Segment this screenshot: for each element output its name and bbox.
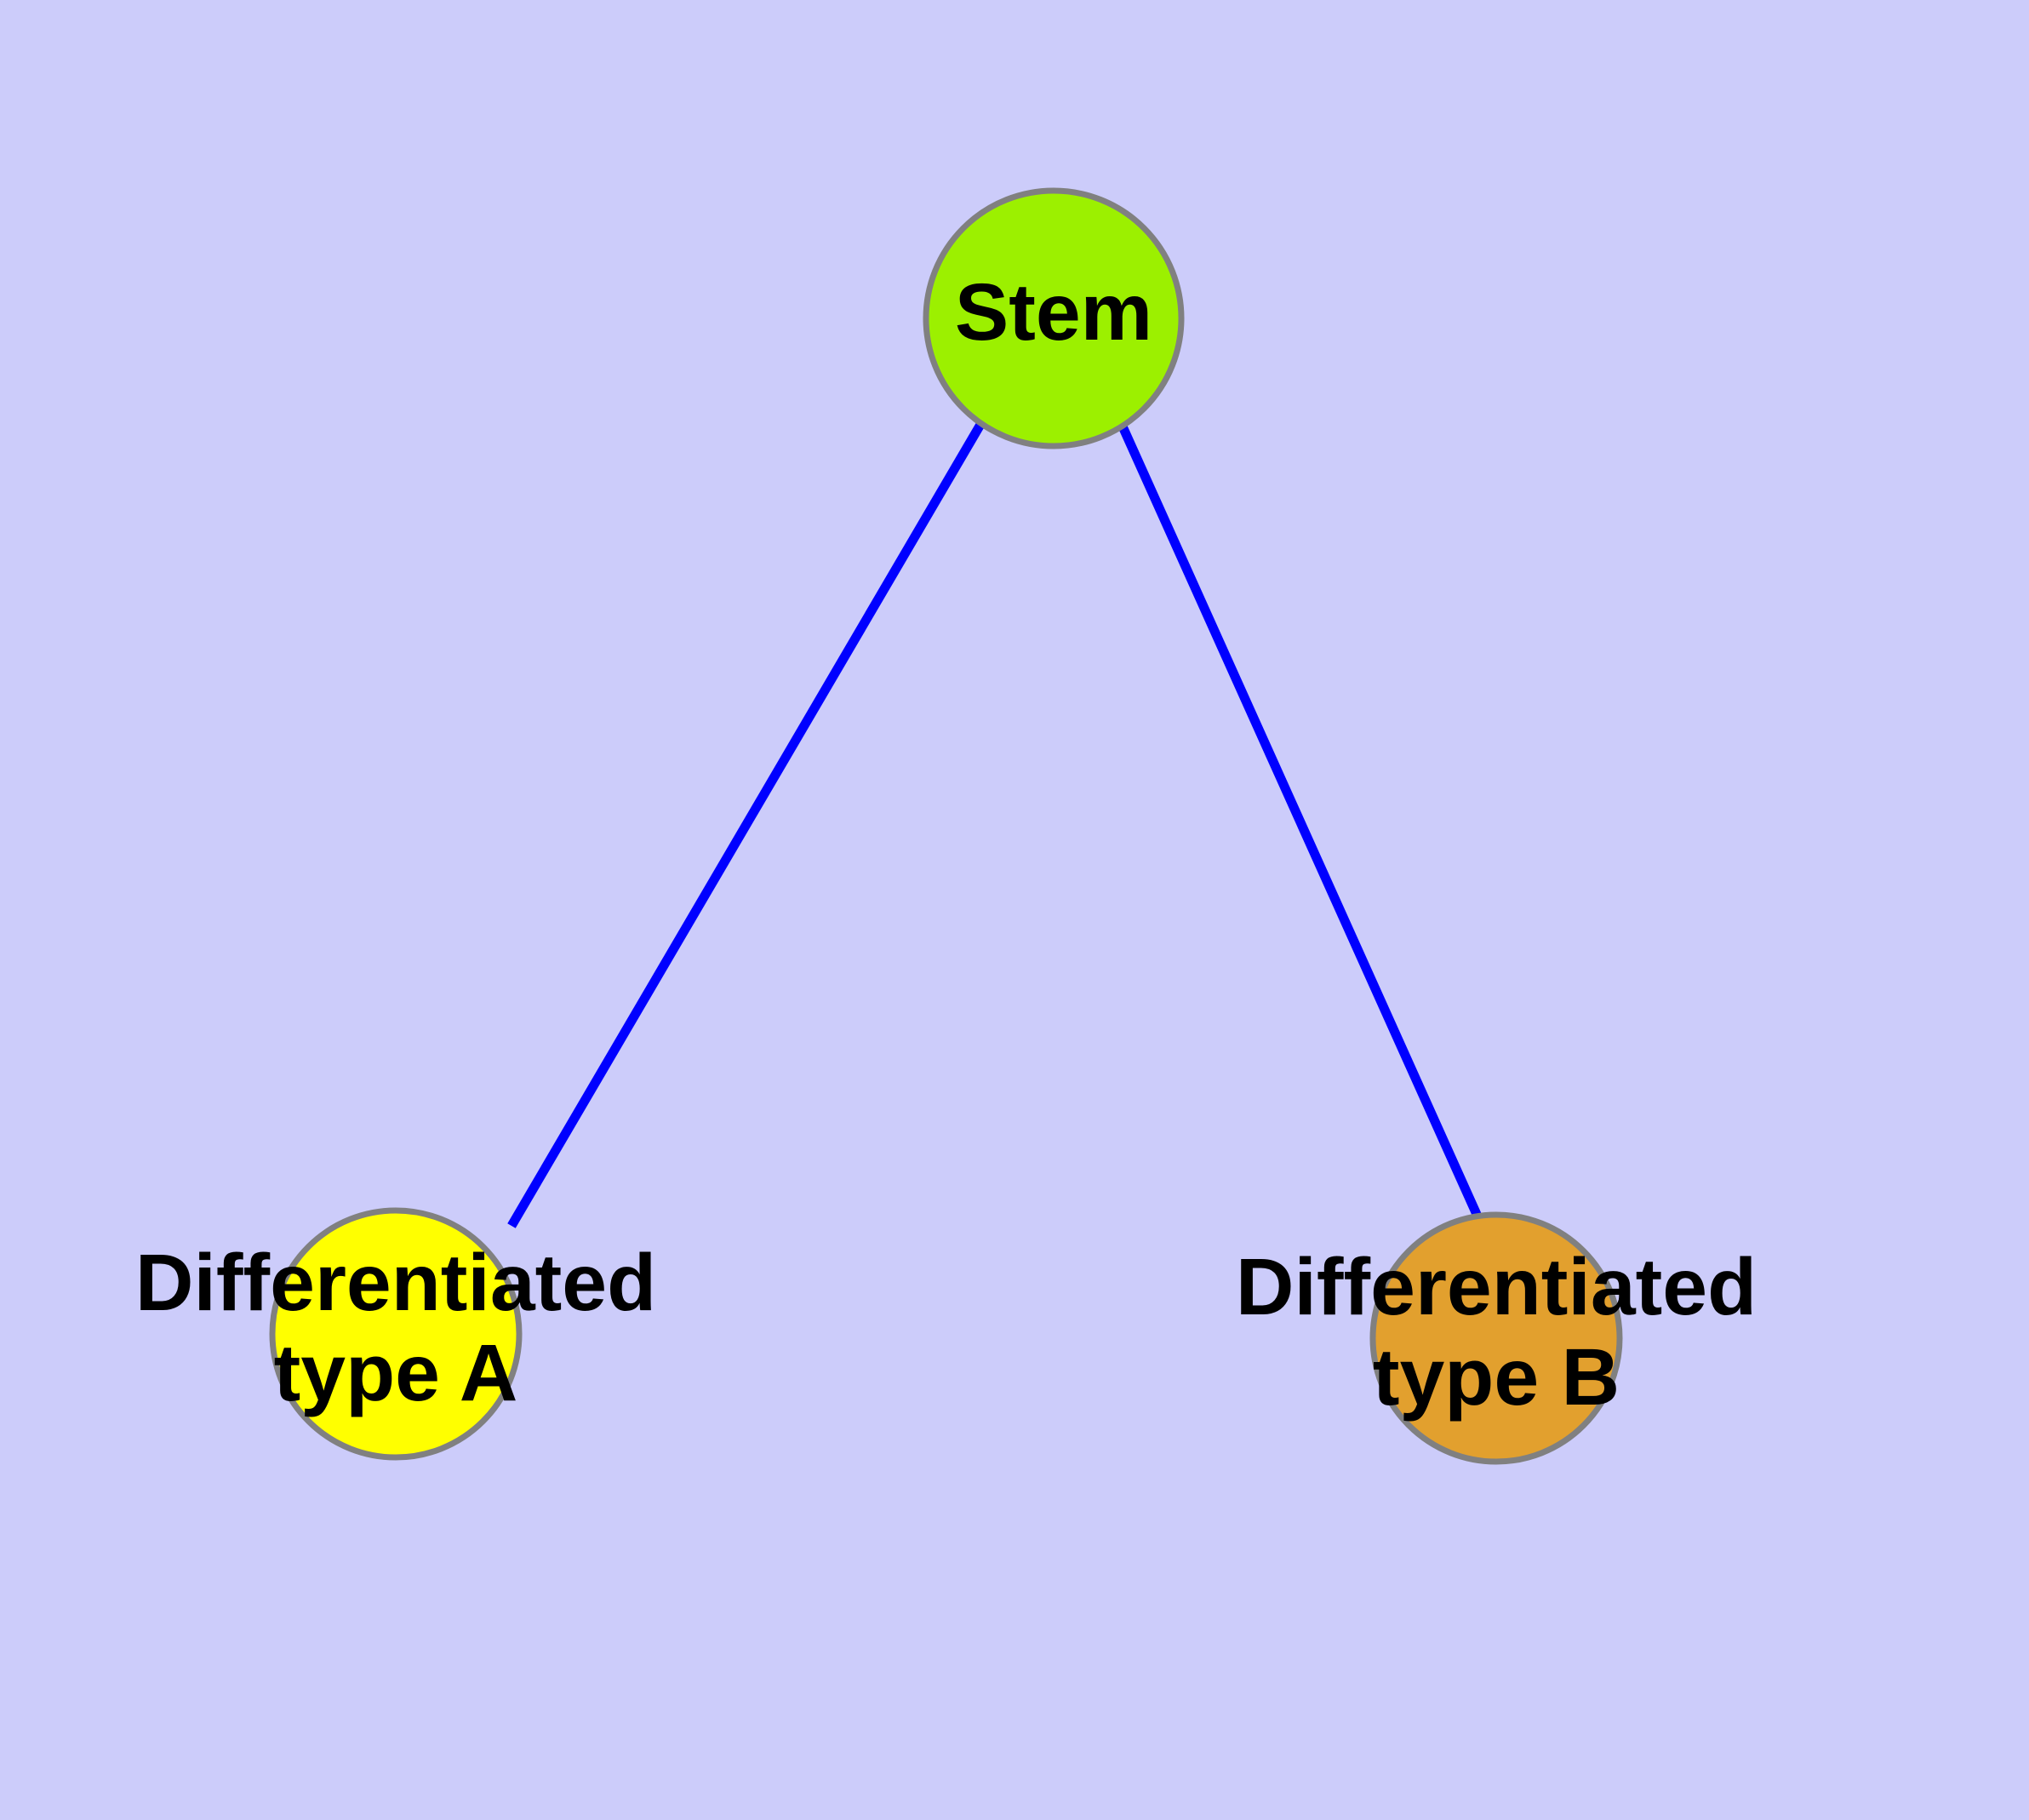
- edges-layer: [507, 421, 1488, 1230]
- edge-stem-to-differentiated-type-a[interactable]: [507, 421, 986, 1228]
- nodes-layer: [269, 187, 1623, 1465]
- edge-stem-to-differentiated-type-b[interactable]: [1117, 424, 1488, 1230]
- node-stem[interactable]: [923, 187, 1185, 449]
- node-label-stem: Stem: [955, 267, 1152, 358]
- node-differentiated-type-a[interactable]: [269, 1207, 523, 1461]
- node-differentiated-type-b[interactable]: [1369, 1211, 1623, 1465]
